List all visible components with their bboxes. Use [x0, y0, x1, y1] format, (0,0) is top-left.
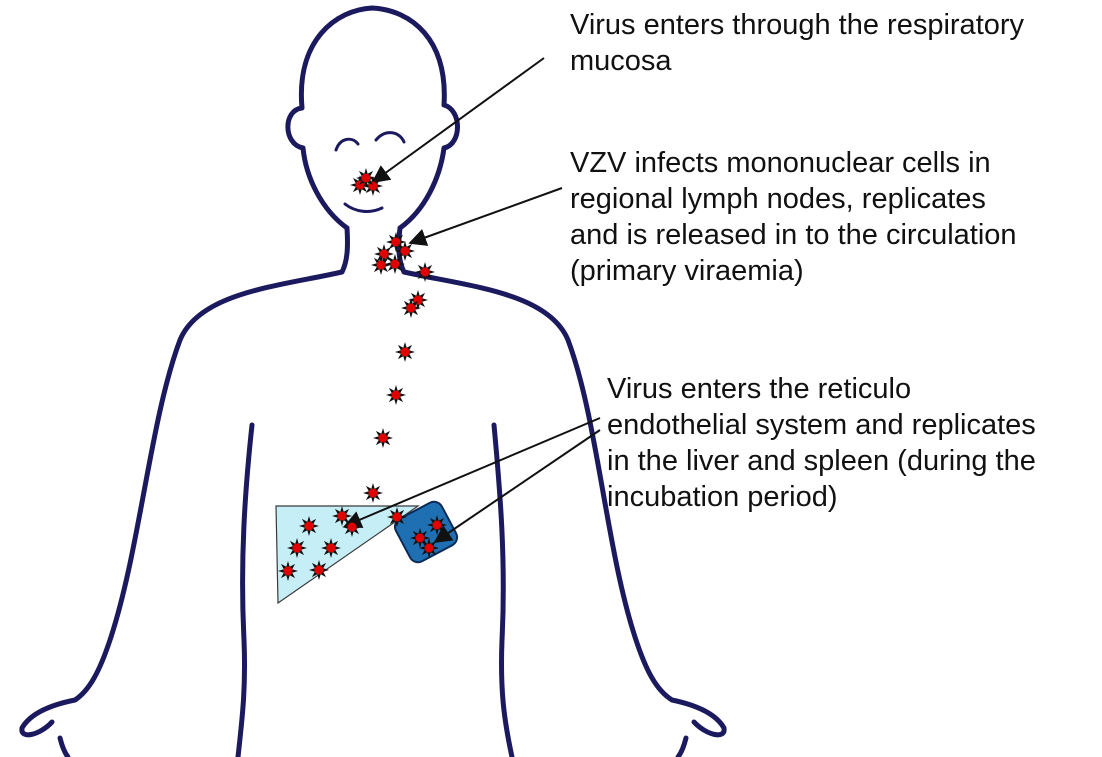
virus-particle-icon: [371, 255, 391, 275]
virus-particle-icon: [386, 385, 406, 405]
left-hand-thumb: [60, 738, 68, 757]
mouth: [345, 204, 382, 211]
virus-particle-icon: [342, 517, 362, 537]
leader-arrows: [345, 58, 600, 542]
virus-particle-icon: [427, 515, 447, 535]
virus-particle-icon: [373, 428, 393, 448]
virus-particle-icon: [278, 561, 298, 581]
right-hand-thumb: [678, 738, 686, 757]
annotation-line: incubation period): [607, 479, 1036, 515]
virus-particle-icon: [401, 298, 421, 318]
virus-particle-icon: [299, 516, 319, 536]
annotation-lymph-node-replication: VZV infects mononuclear cells in regiona…: [570, 145, 1017, 289]
virus-particle-icon: [309, 560, 329, 580]
left-torso-outline: [238, 425, 252, 757]
virus-particle-icon: [287, 538, 307, 558]
virus-particle-icon: [363, 483, 383, 503]
left-eye: [336, 139, 358, 150]
virus-particle-icon: [385, 254, 405, 274]
virus-particle-icon: [395, 241, 415, 261]
annotation-line: (primary viraemia): [570, 253, 1017, 289]
left-side-outline: [22, 228, 348, 735]
annotation-line: Virus enters through the respiratory: [570, 7, 1024, 43]
annotation-line: regional lymph nodes, replicates: [570, 181, 1017, 217]
virus-particle-icon: [321, 538, 341, 558]
annotation-line: endothelial system and replicates: [607, 407, 1036, 443]
face: [336, 133, 404, 212]
annotation-respiratory-entry: Virus enters through the respiratory muc…: [570, 7, 1024, 79]
arrow-respiratory: [373, 58, 544, 182]
annotation-line: Virus enters the reticulo: [607, 371, 1036, 407]
virus-particle-icon: [356, 168, 376, 188]
virus-particle-icon: [415, 262, 435, 282]
virus-particle-icon: [387, 507, 407, 527]
annotation-line: VZV infects mononuclear cells in: [570, 145, 1017, 181]
virus-particle-icon: [395, 342, 415, 362]
annotation-line: in the liver and spleen (during the: [607, 443, 1036, 479]
right-eye: [376, 133, 404, 142]
annotation-reticulo-endothelial: Virus enters the reticulo endothelial sy…: [607, 371, 1036, 515]
arrow-lymph-node: [410, 188, 562, 243]
arrow-spleen: [435, 430, 600, 542]
virus-particle-icon: [419, 538, 439, 558]
head-outline: [288, 8, 458, 228]
annotation-line: mucosa: [570, 43, 1024, 79]
annotation-line: and is released in to the circulation: [570, 217, 1017, 253]
right-torso-outline: [494, 425, 512, 757]
